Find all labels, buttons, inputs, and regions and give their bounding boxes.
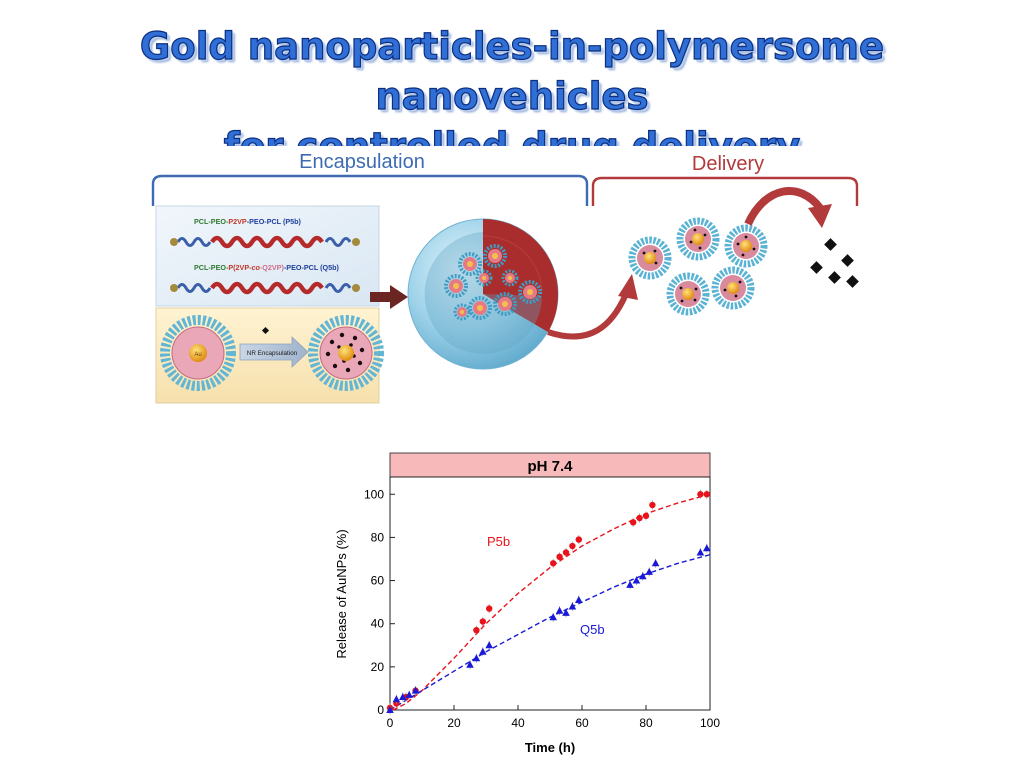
x-tick-label: 80: [639, 716, 653, 730]
data-point-p5b: [642, 512, 650, 520]
polymersome-vesicle: [407, 218, 559, 370]
series-label-p5b: P5b: [487, 534, 510, 549]
fit-curves: [389, 493, 711, 711]
encapsulation-arrow: [370, 285, 408, 309]
data-point-p5b: [562, 549, 570, 556]
data-point-q5b: [568, 602, 577, 610]
y-tick-label: 80: [371, 530, 385, 544]
plot-area: [389, 476, 711, 711]
au-core-label: Au: [194, 352, 201, 358]
delivery-bracket: [591, 176, 859, 206]
data-point-p5b: [636, 514, 643, 522]
data-point-q5b: [472, 654, 481, 662]
data-point-q5b: [549, 613, 557, 621]
data-point-p5b: [479, 618, 486, 625]
data-point-p5b: [486, 605, 493, 612]
delivery-arrow-head: [808, 204, 832, 228]
y-tick-label: 0: [377, 703, 384, 717]
data-point-p5b: [697, 491, 704, 498]
x-tick-label: 20: [447, 716, 461, 730]
title-line-1: Gold nanoparticles-in-polymersome nanove…: [139, 24, 885, 118]
chart-title: pH 7.4: [527, 458, 573, 475]
polymer-q5b-label: PCL-PEO-P(2VP-co-Q2VP)-PEO-PCL (Q5b): [194, 263, 339, 272]
nr-encapsulation-label: NR Encapsulation: [247, 350, 298, 357]
x-tick-label: 100: [700, 716, 720, 730]
series-label-q5b: Q5b: [580, 622, 605, 637]
polymer-chain-p5b: [170, 235, 360, 249]
data-point-q5b: [632, 576, 641, 584]
data-point-p5b: [703, 491, 710, 498]
delivery-label: Delivery: [692, 153, 764, 175]
data-point-q5b: [392, 695, 401, 703]
data-point-q5b: [479, 647, 487, 655]
encapsulation-bracket: [151, 174, 589, 206]
fit-curve-q5b: [389, 554, 711, 711]
data-point-q5b: [562, 608, 570, 616]
nr-encapsulation-panel: Au NR Encapsulation: [155, 307, 384, 404]
x-axis-label: Time (h): [525, 740, 575, 755]
y-tick-label: 40: [371, 617, 385, 631]
data-point-p5b: [649, 501, 656, 509]
data-point-q5b: [626, 580, 634, 588]
data-point-p5b: [550, 560, 557, 567]
data-point-q5b: [485, 641, 493, 649]
data-point-q5b: [405, 690, 413, 698]
polymer-p5b-label: PCL-PEO-P2VP-PEO-PCL (P5b): [194, 217, 302, 226]
data-point-p5b: [575, 536, 582, 543]
x-tick-label: 40: [511, 716, 525, 730]
data-point-q5b: [645, 567, 653, 575]
data-point-p5b: [556, 553, 563, 561]
data-point-q5b: [575, 595, 583, 603]
encapsulation-delivery-schematic: Encapsulation Delivery PCL-PEO-P2VP-PEO-…: [150, 146, 866, 408]
nile-red-molecule: [261, 326, 270, 335]
data-point-q5b: [639, 572, 647, 580]
released-micelles: [628, 217, 768, 316]
nr-encapsulation-arrow: NR Encapsulation: [239, 336, 309, 368]
encapsulation-label: Encapsulation: [299, 151, 425, 173]
polymer-structures-panel: PCL-PEO-P2VP-PEO-PCL (P5b) PCL-PEO-P(2VP…: [155, 205, 380, 307]
data-point-q5b: [386, 706, 394, 713]
loaded-micelle: [308, 315, 384, 391]
y-axis-label: Release of AuNPs (%): [334, 529, 349, 658]
data-point-q5b: [703, 544, 711, 552]
empty-micelle: Au: [160, 315, 236, 391]
data-point-p5b: [569, 542, 576, 550]
data-point-q5b: [651, 559, 660, 567]
release-arrow: [547, 292, 629, 340]
y-tick-label: 60: [371, 574, 385, 588]
fit-curve-p5b: [392, 493, 711, 711]
y-tick-label: 100: [364, 487, 384, 501]
x-tick-label: 0: [387, 716, 394, 730]
data-point-q5b: [555, 606, 564, 614]
axes: 0 20 40 60 80 100 0 20 40 60 80 100: [364, 487, 720, 730]
y-tick-label: 20: [371, 660, 385, 674]
data-point-q5b: [696, 548, 705, 556]
encapsulated-nanoparticles: [444, 244, 542, 321]
data-point-p5b: [630, 519, 637, 526]
data-point-q5b: [466, 660, 474, 668]
data-points: [386, 489, 711, 715]
release-arrow-head: [618, 274, 638, 300]
data-point-q5b: [399, 693, 407, 701]
delivery-arrow: [744, 187, 824, 226]
x-tick-label: 60: [575, 716, 589, 730]
polymer-chain-q5b: [170, 281, 360, 295]
data-point-q5b: [411, 686, 420, 694]
data-point-p5b: [473, 626, 480, 634]
